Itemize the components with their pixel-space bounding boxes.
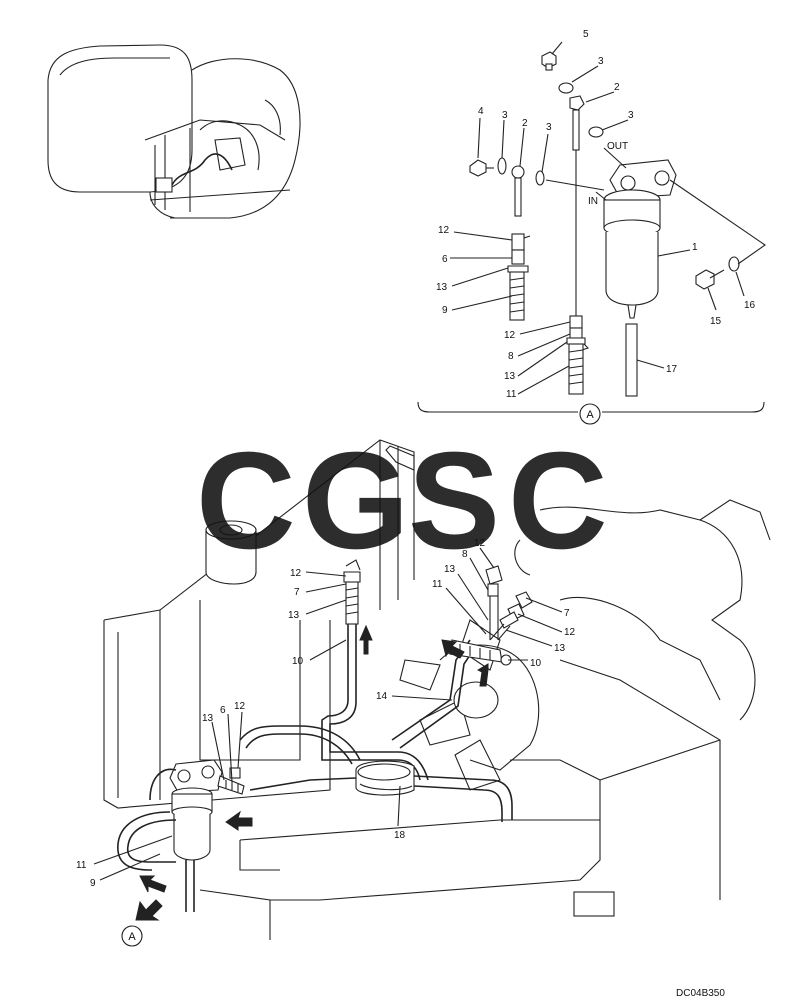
fuel-filter-main [169, 759, 245, 861]
fuel-hose-9 [126, 819, 177, 863]
watermark-letter-2: G [302, 424, 409, 578]
label-13: 13 [288, 610, 300, 621]
hose-clamp-part-18 [355, 760, 415, 796]
bolt-part-5 [541, 51, 557, 71]
hose-part-17 [625, 323, 638, 397]
view-marker-a-main [121, 925, 143, 947]
label-12: 12 [234, 701, 246, 712]
label-12: 12 [438, 225, 450, 236]
label-7: 7 [564, 608, 570, 619]
flow-arrows [135, 624, 489, 921]
label-2: 2 [522, 118, 528, 129]
label-18: 18 [394, 830, 406, 841]
label-11: 11 [76, 860, 87, 871]
label-12: 12 [474, 538, 486, 549]
bolt-part-15 [695, 269, 725, 290]
hose-assembly-right [566, 315, 590, 395]
washer-part-3-top [558, 82, 574, 94]
label-17: 17 [666, 364, 678, 375]
label-13: 13 [504, 371, 516, 382]
label-1: 1 [692, 242, 698, 253]
label-13: 13 [202, 713, 214, 724]
detail-view-a: A 5 3 2 3 4 3 2 3 OUT IN 1 12 6 [417, 29, 766, 425]
fuel-filter-part-1 [603, 159, 677, 319]
label-3: 3 [546, 122, 552, 133]
label-8: 8 [508, 351, 514, 362]
label-3: 3 [598, 56, 604, 67]
fuel-hose-10-upper [321, 559, 361, 732]
label-9: 9 [90, 878, 96, 889]
label-11: 11 [506, 389, 517, 400]
label-5: 5 [583, 29, 589, 40]
watermark-letter-1: C [196, 424, 296, 578]
label-6: 6 [442, 254, 448, 265]
bolt-part-4 [469, 159, 494, 177]
port-in-label: IN [588, 196, 598, 207]
label-2: 2 [614, 82, 620, 93]
view-marker-a-detail-text: A [586, 409, 594, 421]
label-13: 13 [554, 643, 566, 654]
fuel-hose-cluster-right [449, 565, 533, 666]
banjo-fitting-part-2-left [511, 165, 525, 217]
label-7: 7 [294, 587, 300, 598]
hose-assembly-left [507, 233, 531, 321]
label-8: 8 [462, 549, 468, 560]
washer-part-16 [728, 256, 740, 272]
label-9: 9 [442, 305, 448, 316]
label-4: 4 [478, 106, 484, 117]
label-3: 3 [628, 110, 634, 121]
label-12: 12 [290, 568, 302, 579]
label-13: 13 [444, 564, 456, 575]
label-16: 16 [744, 300, 756, 311]
drawing-code: DC04B350 [676, 988, 725, 999]
label-6: 6 [220, 705, 226, 716]
engine-outline [539, 506, 756, 721]
frame-foot [573, 891, 615, 917]
washer-part-3-a [497, 157, 507, 175]
banjo-bolt-part-2-right [569, 95, 585, 151]
washer-part-3-b [535, 170, 545, 186]
view-marker-a-main-text: A [128, 931, 136, 943]
reservoir-tank [205, 520, 257, 585]
watermark-letter-4: C [508, 424, 608, 578]
label-15: 15 [710, 316, 722, 327]
port-out-label: OUT [607, 141, 628, 152]
label-10: 10 [530, 658, 542, 669]
watermark: C G S C [196, 424, 608, 578]
watermark-letter-3: S [408, 424, 500, 578]
detail-bracket [417, 401, 765, 413]
label-11: 11 [432, 579, 443, 590]
label-14: 14 [376, 691, 388, 702]
machine-overview-inset [47, 44, 301, 219]
label-10: 10 [292, 656, 304, 667]
label-3: 3 [502, 110, 508, 121]
view-marker-a-detail [579, 403, 601, 425]
fuel-hose-loop-b [239, 725, 361, 761]
main-assembly-view: A 12 7 13 10 12 8 13 11 7 12 13 10 14 [76, 439, 771, 947]
label-13: 13 [436, 282, 448, 293]
washer-part-3-right [588, 126, 604, 138]
label-12: 12 [504, 330, 516, 341]
label-12: 12 [564, 627, 576, 638]
